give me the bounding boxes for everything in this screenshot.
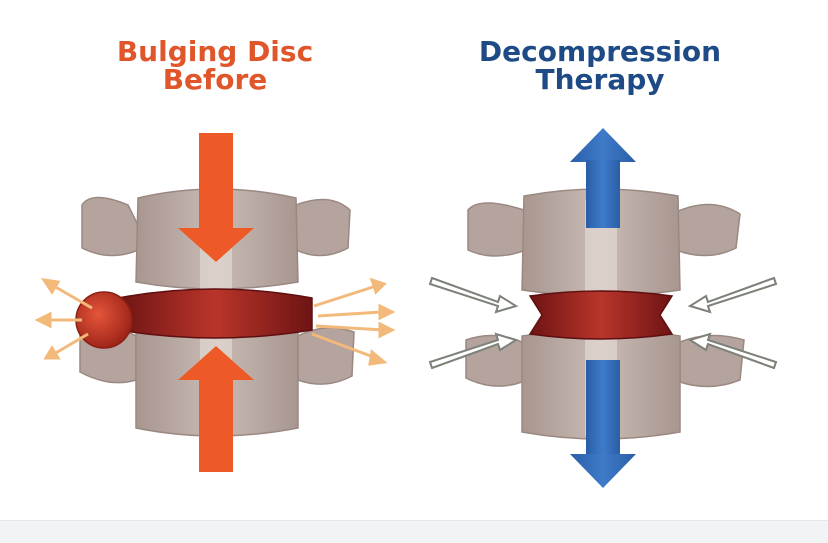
compression-arrow-up	[178, 346, 254, 472]
compression-arrow-down	[178, 133, 254, 262]
bulge-arrows-right	[311, 277, 396, 366]
title-right-line2: Therapy	[535, 63, 665, 96]
title-bulging-disc: Bulging Disc Before	[95, 38, 335, 94]
inward-arrows	[428, 276, 778, 370]
bulge-arrows-left	[34, 278, 93, 360]
title-left-line2: Before	[162, 63, 268, 96]
title-decompression-therapy: Decompression Therapy	[470, 38, 730, 94]
disc-bulge	[75, 291, 133, 349]
footer-strip	[0, 520, 828, 543]
decompression-arrow-down	[570, 360, 636, 488]
bulging-disc	[75, 288, 313, 349]
diagram-canvas: Bulging Disc Before Decompression Therap…	[0, 0, 828, 520]
title-right-line1: Decompression	[478, 35, 722, 68]
title-left-line1: Bulging Disc	[116, 35, 314, 68]
illustration	[34, 128, 778, 488]
decompression-arrow-up	[570, 128, 636, 228]
decompressed-disc	[528, 290, 674, 340]
